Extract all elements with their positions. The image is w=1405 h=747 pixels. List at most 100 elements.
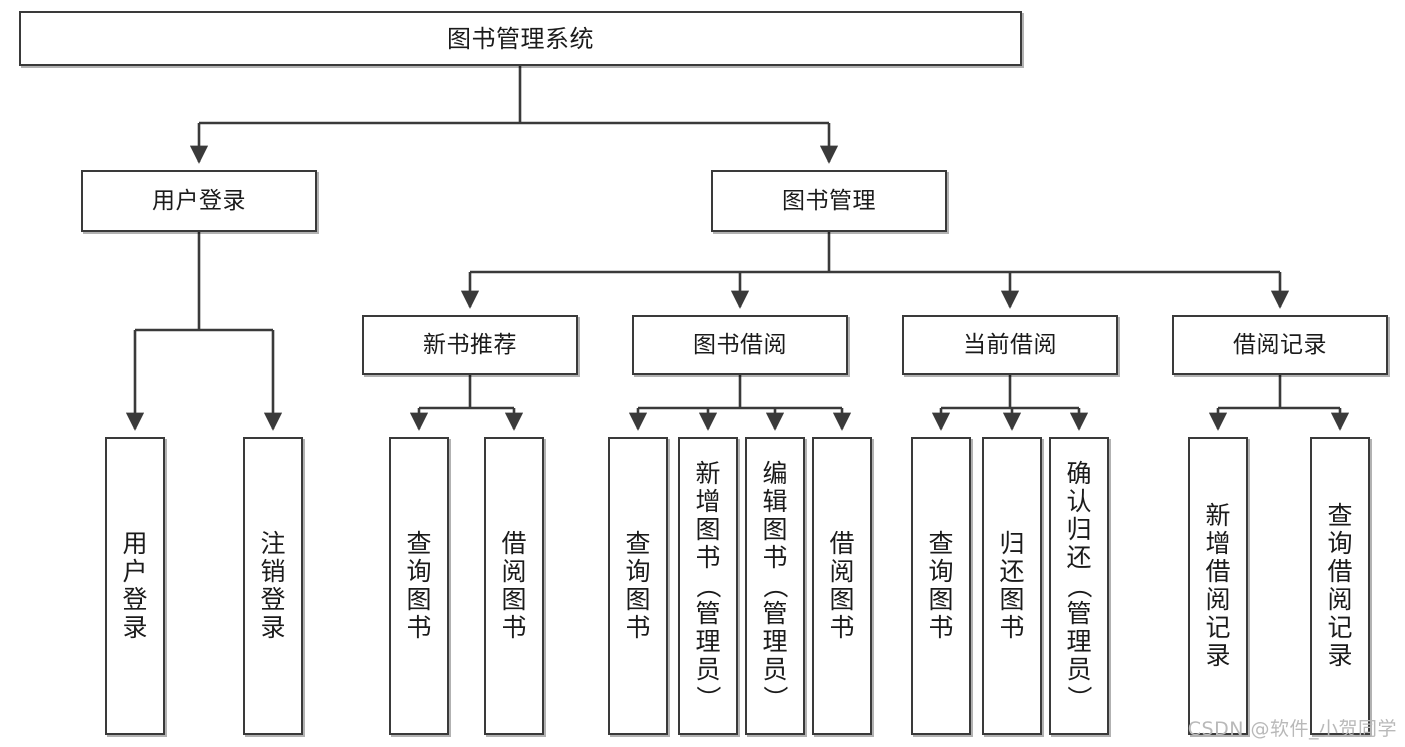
node-label-char: 理 [762, 627, 788, 656]
node-level3[interactable]: 借阅记录 [1172, 315, 1388, 375]
node-label-char: 登 [260, 585, 286, 614]
node-label-char: 记 [1205, 613, 1231, 642]
node-label-char: 还 [1066, 543, 1092, 572]
watermark: CSDN @软件_小贺同学 [1187, 718, 1397, 740]
node-label-char: 书 [999, 613, 1025, 642]
node-label-char: 增 [695, 487, 721, 516]
node-label: 新书推荐 [423, 331, 517, 358]
node-leaf[interactable]: 确认归还（管理员） [1049, 437, 1109, 735]
node-leaf[interactable]: 编辑图书（管理员） [745, 437, 805, 735]
node-label-char: 录 [1327, 641, 1353, 670]
node-label-char: 查 [1327, 501, 1353, 530]
node-label-char: 查 [406, 529, 432, 558]
node-label-char: 查 [928, 529, 954, 558]
node-label: 当前借阅 [963, 331, 1057, 358]
node-leaf[interactable]: 新增图书（管理员） [678, 437, 738, 735]
node-label-char: 图 [928, 585, 954, 614]
node-label-char: 阅 [829, 557, 855, 586]
node-label-char: 书 [501, 613, 527, 642]
node-label-char: 录 [1205, 641, 1231, 670]
node-label: 借阅图书 [501, 530, 526, 642]
node-label-char: ） [760, 685, 790, 711]
node-leaf[interactable]: 归还图书 [982, 437, 1042, 735]
node-label-char: 归 [999, 529, 1025, 558]
node-label-char: 书 [625, 613, 651, 642]
node-leaf[interactable]: 查询借阅记录 [1310, 437, 1370, 735]
node-label-char: 管 [1066, 599, 1092, 628]
node-label: 用户登录 [152, 187, 246, 214]
node-label: 注销登录 [260, 530, 285, 642]
node-label-char: （ [760, 573, 790, 599]
node-label: 新增借阅记录 [1205, 502, 1230, 670]
node-label: 图书管理系统 [447, 24, 594, 53]
node-label: 查询借阅记录 [1327, 502, 1352, 670]
node-label-char: 书 [762, 543, 788, 572]
node-label-char: 确 [1066, 459, 1092, 488]
node-label-char: 借 [829, 529, 855, 558]
node-level2[interactable]: 用户登录 [81, 170, 317, 232]
node-label: 借阅图书 [829, 530, 854, 642]
node-leaf[interactable]: 注销登录 [243, 437, 303, 735]
node-leaf[interactable]: 借阅图书 [484, 437, 544, 735]
node-label-char: 借 [1205, 557, 1231, 586]
node-label: 确认归还（管理员） [1064, 459, 1094, 712]
node-label: 借阅记录 [1233, 331, 1327, 358]
node-label-char: 书 [406, 613, 432, 642]
node-leaf[interactable]: 用户登录 [105, 437, 165, 735]
node-level2[interactable]: 图书管理 [711, 170, 947, 232]
node-label: 归还图书 [999, 530, 1024, 642]
node-label-char: 认 [1066, 487, 1092, 516]
node-label-char: ） [1064, 685, 1094, 711]
node-label-char: 员 [1066, 655, 1092, 684]
node-label-char: 阅 [1205, 585, 1231, 614]
node-label-char: 书 [695, 543, 721, 572]
node-label-char: 查 [625, 529, 651, 558]
node-label-char: 用 [122, 529, 148, 558]
node-label-char: 录 [260, 613, 286, 642]
node-label-char: 增 [1205, 529, 1231, 558]
node-label-char: 销 [260, 557, 286, 586]
node-label-char: 询 [928, 557, 954, 586]
node-label-char: 新 [1205, 501, 1231, 530]
node-label-char: 理 [1066, 627, 1092, 656]
node-label: 查询图书 [406, 530, 431, 642]
node-label: 用户登录 [122, 530, 147, 642]
node-label-char: 询 [1327, 529, 1353, 558]
node-leaf[interactable]: 查询图书 [389, 437, 449, 735]
node-label: 图书管理 [782, 187, 876, 214]
node-label-char: 借 [1327, 557, 1353, 586]
node-label: 编辑图书（管理员） [760, 459, 790, 712]
node-label-char: （ [693, 573, 723, 599]
node-label-char: 员 [762, 655, 788, 684]
node-label-char: 图 [999, 585, 1025, 614]
node-label-char: 图 [406, 585, 432, 614]
node-label-char: 理 [695, 627, 721, 656]
node-label-char: 还 [999, 557, 1025, 586]
node-label-char: 编 [762, 459, 788, 488]
node-level3[interactable]: 当前借阅 [902, 315, 1118, 375]
node-label-char: 登 [122, 585, 148, 614]
node-label-char: 阅 [501, 557, 527, 586]
node-label-char: 辑 [762, 487, 788, 516]
node-leaf[interactable]: 查询图书 [911, 437, 971, 735]
node-label-char: 管 [762, 599, 788, 628]
node-label: 新增图书（管理员） [693, 460, 723, 712]
node-label-char: 归 [1066, 515, 1092, 544]
node-leaf[interactable]: 借阅图书 [812, 437, 872, 735]
node-label-char: 图 [829, 585, 855, 614]
node-label: 查询图书 [928, 530, 953, 642]
node-level3[interactable]: 图书借阅 [632, 315, 848, 375]
node-label-char: 员 [695, 655, 721, 684]
node-leaf[interactable]: 查询图书 [608, 437, 668, 735]
node-label-char: 图 [625, 585, 651, 614]
node-label-char: 管 [695, 599, 721, 628]
node-level3[interactable]: 新书推荐 [362, 315, 578, 375]
node-root[interactable]: 图书管理系统 [19, 11, 1022, 66]
node-label-char: ） [693, 685, 723, 711]
node-label-char: 录 [122, 613, 148, 642]
node-label-char: 询 [406, 557, 432, 586]
node-label-char: 记 [1327, 613, 1353, 642]
node-leaf[interactable]: 新增借阅记录 [1188, 437, 1248, 735]
node-label-char: 阅 [1327, 585, 1353, 614]
